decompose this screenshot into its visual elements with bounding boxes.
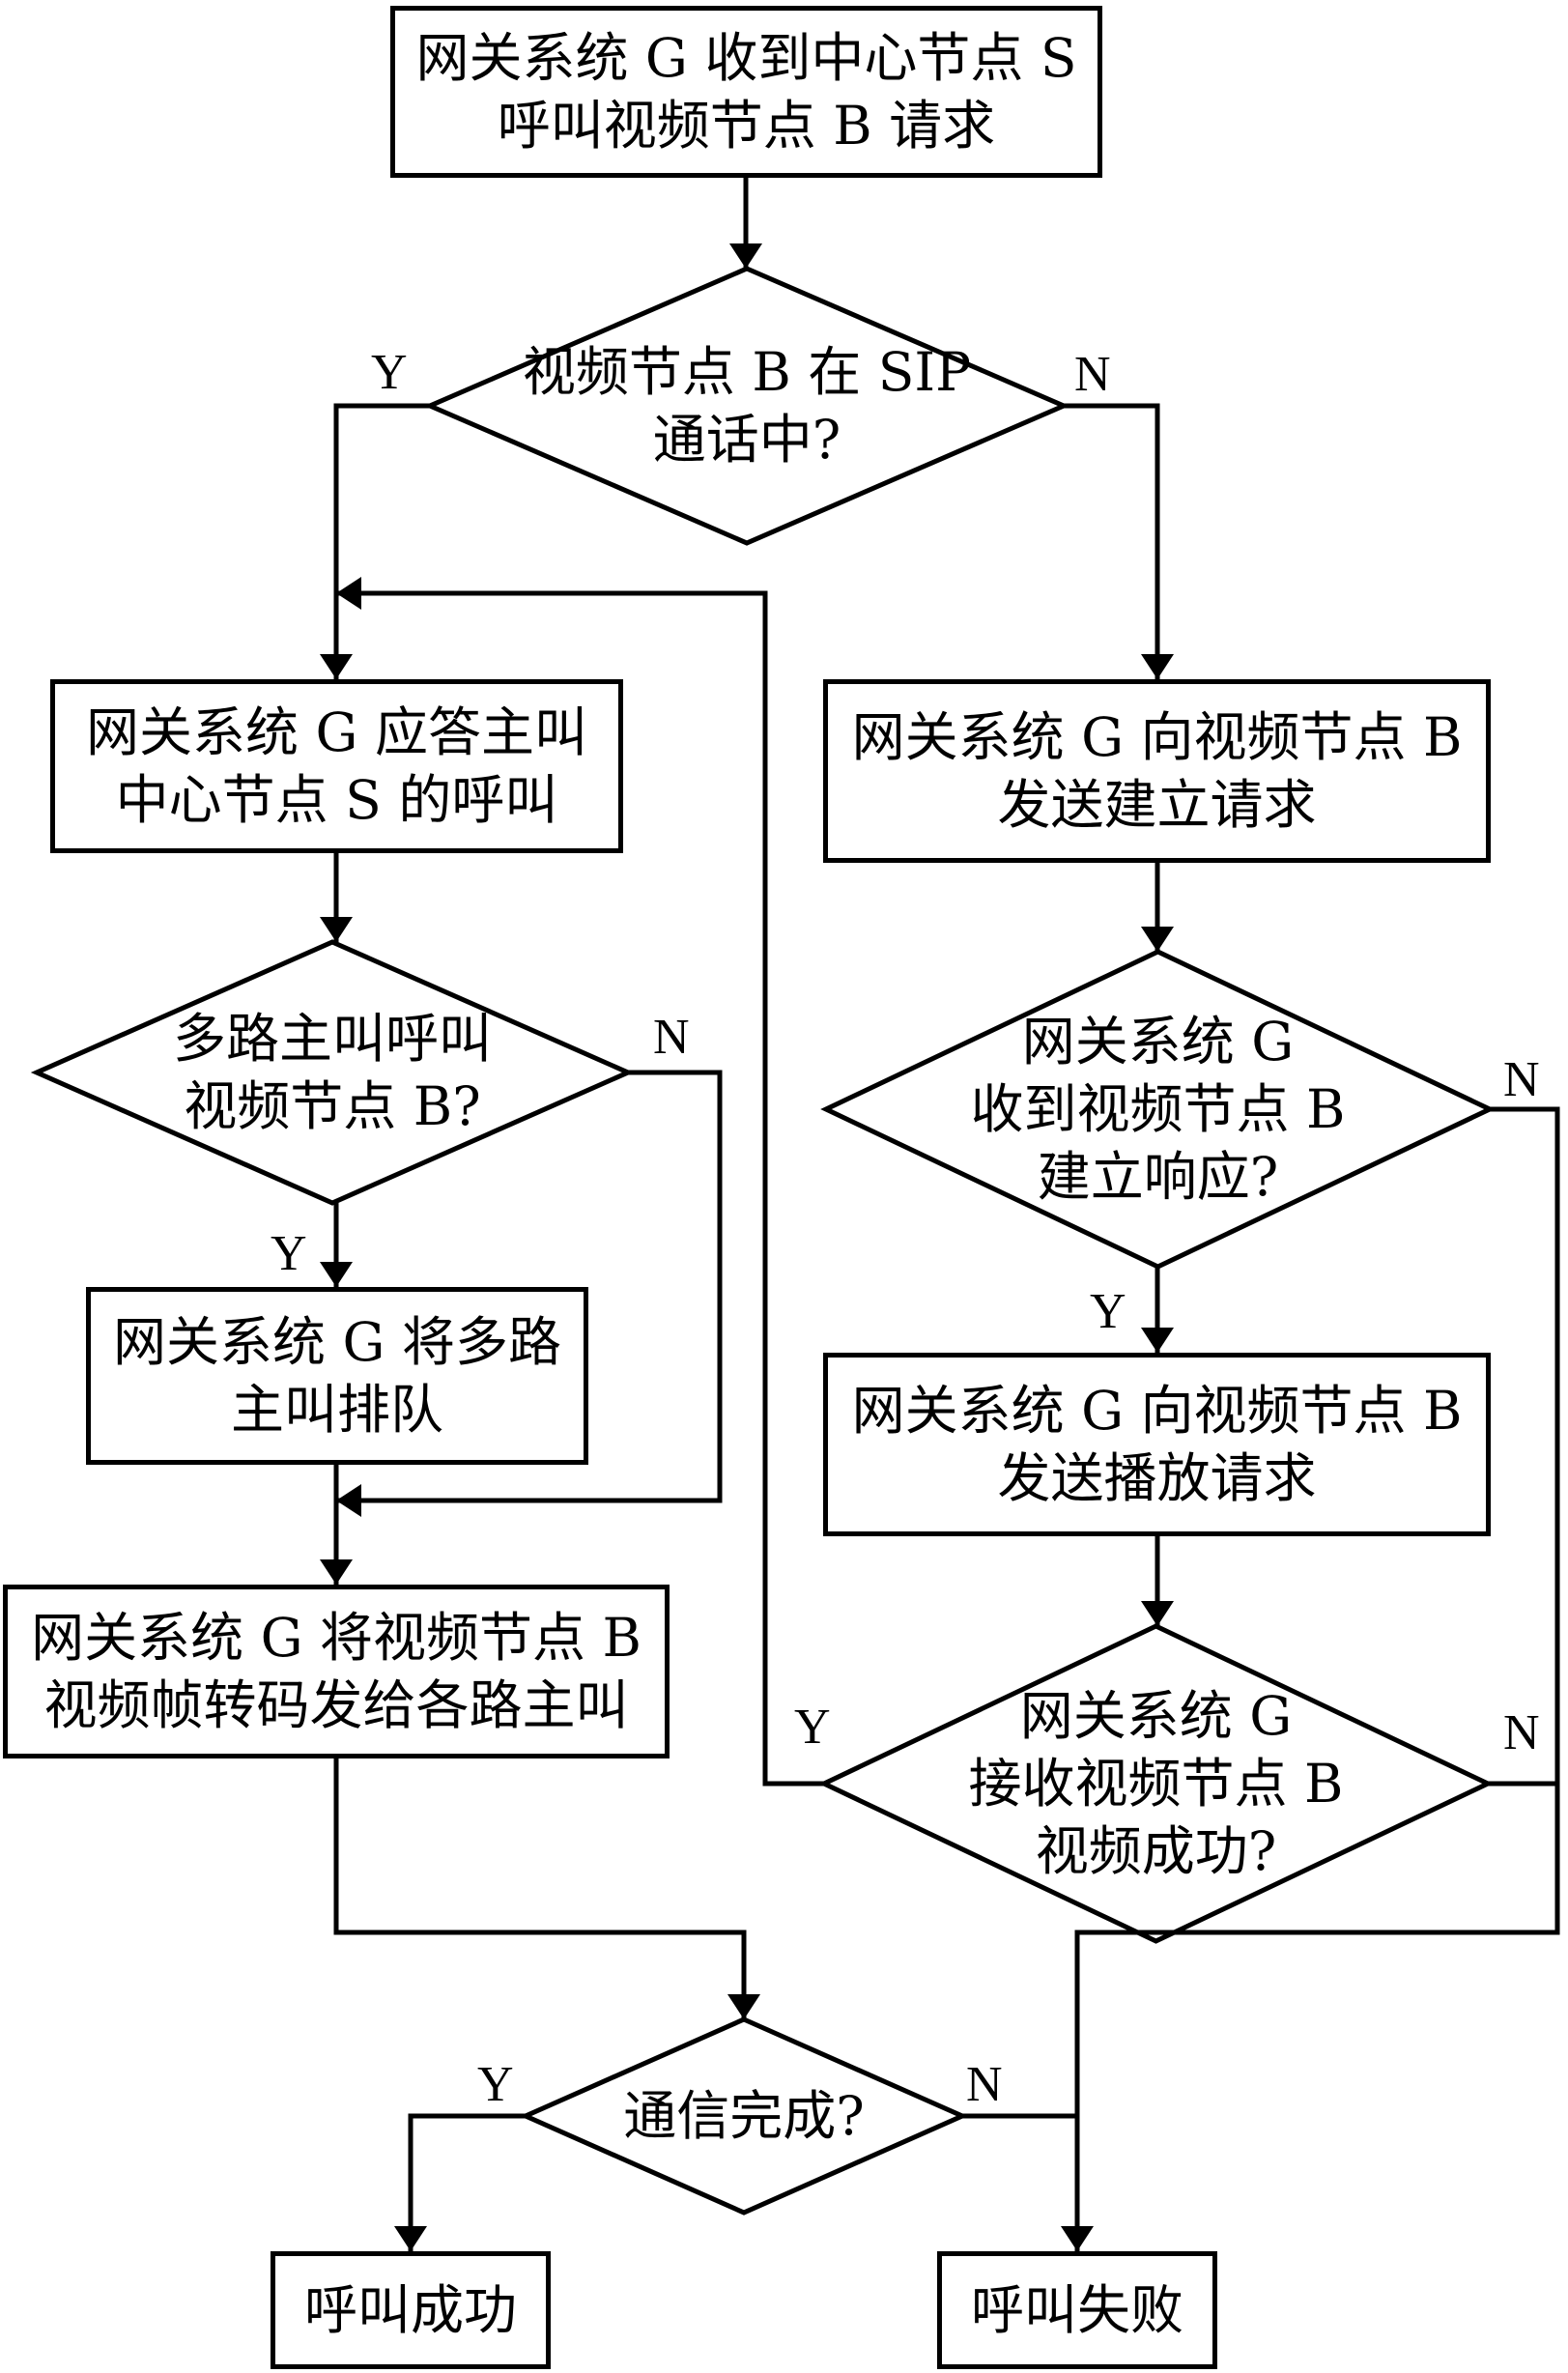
setup-decision-yes-label: Y: [1090, 1284, 1126, 1339]
send-play-node-line-2: 发送播放请求: [997, 1447, 1317, 1509]
start-node-line-1: 网关系统 G 收到中心节点 S: [415, 27, 1077, 89]
edge-multi-no-merge: [336, 1070, 723, 1517]
setup-response-decision: 网关系统 G 收到视频节点 B 建立响应?: [826, 952, 1490, 1267]
multi-caller-decision-shape: [30, 939, 635, 1206]
send-setup-node: 网关系统 G 向视频节点 B 发送建立请求: [823, 679, 1491, 863]
receive-video-decision-line-1: 网关系统 G: [1019, 1685, 1293, 1747]
sip-decision-no-label: N: [1074, 347, 1111, 402]
setup-response-decision-line-2: 收到视频节点 B: [970, 1078, 1346, 1140]
transcode-node-line-1: 网关系统 G 将视频节点 B: [31, 1607, 641, 1669]
sip-call-decision: 视频节点 B 在 SIP 通话中?: [430, 269, 1064, 543]
multi-caller-decision-line-1: 多路主叫呼叫: [172, 1008, 492, 1070]
receive-decision-yes-label: Y: [794, 1700, 831, 1755]
transcode-node-line-2: 视频帧转码发给各路主叫: [43, 1674, 629, 1736]
receive-video-decision-line-2: 接收视频节点 B: [968, 1753, 1344, 1815]
edge-setup-no-to-fail: [1061, 1106, 1560, 2251]
receive-video-decision-line-3: 视频成功?: [1035, 1820, 1277, 1882]
start-node-line-2: 呼叫视频节点 B 请求: [497, 95, 996, 157]
receive-video-decision-shape: [818, 1623, 1494, 1944]
edge-transcode-to-done: [333, 1758, 760, 2019]
communication-done-decision-shape: [519, 2016, 969, 2216]
queue-callers-node-line-2: 主叫排队: [230, 1379, 443, 1441]
call-failure-node-line-1: 呼叫失败: [970, 2279, 1183, 2341]
call-success-node-line-1: 呼叫成功: [303, 2279, 517, 2341]
sip-call-decision-line-2: 通话中?: [652, 409, 841, 471]
queue-callers-node-line-1: 网关系统 G 将多路: [113, 1311, 561, 1373]
edge-done-yes-to-success: [394, 2113, 526, 2251]
call-failure-node: 呼叫失败: [937, 2251, 1217, 2369]
multi-caller-decision-line-2: 视频节点 B?: [184, 1075, 481, 1137]
answer-caller-node: 网关系统 G 应答主叫 中心节点 S 的呼叫: [50, 679, 623, 853]
setup-response-decision-line-1: 网关系统 G: [1021, 1011, 1295, 1072]
edge-sip-no-to-setup: [1064, 403, 1174, 679]
call-success-node: 呼叫成功: [271, 2251, 551, 2369]
start-node: 网关系统 G 收到中心节点 S 呼叫视频节点 B 请求: [390, 6, 1102, 178]
multi-decision-yes-label: Y: [271, 1226, 307, 1281]
receive-decision-no-label: N: [1503, 1705, 1540, 1760]
done-decision-no-label: N: [966, 2057, 1003, 2112]
transcode-node: 网关系统 G 将视频节点 B 视频帧转码发给各路主叫: [3, 1585, 670, 1758]
sip-call-decision-shape: [423, 266, 1070, 546]
send-play-node: 网关系统 G 向视频节点 B 发送播放请求: [823, 1353, 1491, 1536]
setup-response-decision-line-3: 建立响应?: [1037, 1146, 1279, 1208]
sip-call-decision-line-1: 视频节点 B 在 SIP: [522, 341, 972, 403]
done-decision-yes-label: Y: [477, 2057, 514, 2112]
queue-callers-node: 网关系统 G 将多路 主叫排队: [86, 1287, 588, 1465]
edge-receive-yes-loop: [336, 577, 824, 1787]
sip-decision-yes-label: Y: [371, 345, 408, 400]
send-setup-node-line-2: 发送建立请求: [997, 774, 1317, 836]
edge-sip-yes-to-answer: [320, 403, 430, 679]
answer-caller-node-line-2: 中心节点 S 的呼叫: [115, 769, 558, 831]
receive-video-decision: 网关系统 G 接收视频节点 B 视频成功?: [824, 1626, 1488, 1941]
multi-caller-decision: 多路主叫呼叫 视频节点 B?: [37, 942, 628, 1203]
communication-done-decision: 通信完成?: [526, 2019, 962, 2213]
answer-caller-node-line-1: 网关系统 G 应答主叫: [86, 701, 587, 763]
multi-decision-no-label: N: [653, 1010, 690, 1065]
send-play-node-line-1: 网关系统 G 向视频节点 B: [851, 1380, 1463, 1442]
communication-done-decision-line-1: 通信完成?: [623, 2085, 865, 2147]
setup-decision-no-label: N: [1503, 1052, 1540, 1107]
send-setup-node-line-1: 网关系统 G 向视频节点 B: [851, 706, 1463, 768]
